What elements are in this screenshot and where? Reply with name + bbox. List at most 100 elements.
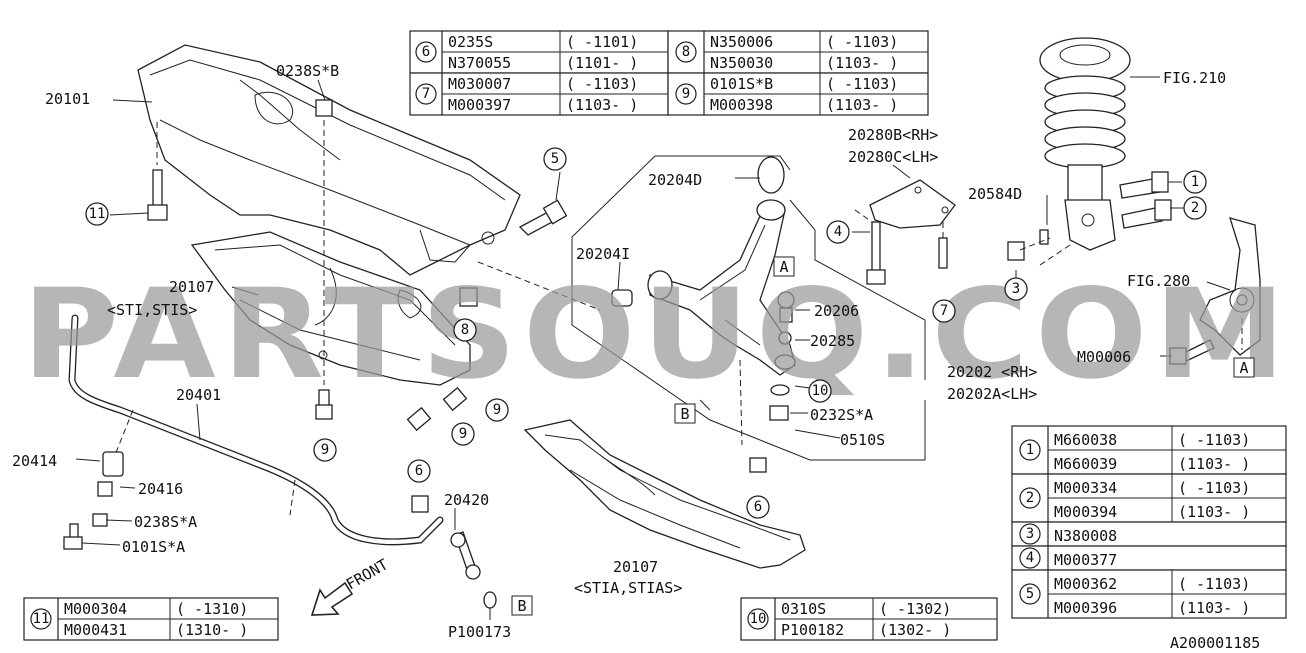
callout-20204d[interactable]: 20204D <box>648 171 702 189</box>
right-table-part-1-1[interactable]: M660039 <box>1054 455 1117 473</box>
callout-20101[interactable]: 20101 <box>45 90 90 108</box>
svg-text:9: 9 <box>459 426 467 442</box>
circled-9-b[interactable]: 9 <box>485 398 509 422</box>
table-11-part-11-1[interactable]: M000431 <box>64 621 127 639</box>
callout-20416[interactable]: 20416 <box>138 480 183 498</box>
right-table-part-2-1[interactable]: M000394 <box>1054 503 1117 521</box>
top-table-left-part-6-1[interactable]: N370055 <box>448 54 511 72</box>
right-table-range-5-0: ( -1103) <box>1178 575 1250 593</box>
top-table-left-key-7: 7 <box>422 86 430 102</box>
callout-20280b-rh[interactable]: 20280B<RH> <box>848 126 938 144</box>
right-table-range-2-1: (1103- ) <box>1178 503 1250 521</box>
stabilizer-bar-illustration <box>68 314 444 546</box>
table-10-part-10-0[interactable]: 0310S <box>781 600 826 618</box>
circled-4[interactable]: 4 <box>826 220 850 244</box>
front-arrow: FRONT <box>310 555 391 616</box>
circled-6-a[interactable]: 6 <box>407 459 431 483</box>
table-11-range-11-1: (1310- ) <box>176 621 248 639</box>
callout-m00006[interactable]: M00006 <box>1077 348 1131 366</box>
circled-5[interactable]: 5 <box>543 147 567 171</box>
right-table-part-4-0[interactable]: M000377 <box>1054 551 1117 569</box>
top-table-left-part-7-0[interactable]: M030007 <box>448 75 511 93</box>
svg-text:9: 9 <box>321 442 329 458</box>
circled-2[interactable]: 2 <box>1183 196 1207 220</box>
callout-20107-sti-sub: <STI,STIS> <box>107 301 197 319</box>
circled-7[interactable]: 7 <box>932 299 956 323</box>
circled-8[interactable]: 8 <box>453 318 477 342</box>
callout-0510s[interactable]: 0510S <box>840 431 885 449</box>
right-table-part-3-0[interactable]: N380008 <box>1054 527 1117 545</box>
ref-a-knuckle: A <box>1239 359 1248 377</box>
top-table-right-part-9-1[interactable]: M000398 <box>710 96 773 114</box>
callout-20285[interactable]: 20285 <box>810 332 855 350</box>
top-table-left-range-6-1: (1101- ) <box>566 54 638 72</box>
top-table-right-part-9-0[interactable]: 0101S*B <box>710 75 773 93</box>
crossmember-illustration <box>137 44 521 276</box>
table-11-part-11-0[interactable]: M000304 <box>64 600 127 618</box>
top-table-left-part-7-1[interactable]: M000397 <box>448 96 511 114</box>
top-table-left-part-6-0[interactable]: 0235S <box>448 33 493 51</box>
callout-fig280[interactable]: FIG.280 <box>1127 272 1190 290</box>
callout-0238s-a[interactable]: 0238S*A <box>134 513 197 531</box>
callout-20206[interactable]: 20206 <box>814 302 859 320</box>
top-table-right-key-8: 8 <box>682 44 690 60</box>
circled-10[interactable]: 10 <box>808 379 832 403</box>
callout-0238s-b[interactable]: 0238S*B <box>276 62 339 80</box>
right-table-part-2-0[interactable]: M000334 <box>1054 479 1117 497</box>
callout-20204i[interactable]: 20204I <box>576 245 630 263</box>
callout-20107-stia[interactable]: 20107 <box>613 558 658 576</box>
lower-arm-illustration <box>611 156 796 376</box>
callout-20584d[interactable]: 20584D <box>968 185 1022 203</box>
circled-1[interactable]: 1 <box>1183 170 1207 194</box>
svg-text:4: 4 <box>834 224 842 240</box>
callout-0232s-a[interactable]: 0232S*A <box>810 406 873 424</box>
bracket-illustration <box>869 179 956 229</box>
circled-9-c[interactable]: 9 <box>451 422 475 446</box>
callout-fig210[interactable]: FIG.210 <box>1163 69 1226 87</box>
top-table-left-key-6: 6 <box>422 44 430 60</box>
callout-20202a-lh[interactable]: 20202A<LH> <box>947 385 1037 403</box>
callout-labels: 20101 0238S*B 20107 <STI,STIS> 20401 204… <box>12 62 1260 652</box>
callout-20414[interactable]: 20414 <box>12 452 57 470</box>
callout-20202-rh[interactable]: 20202 <RH> <box>947 363 1037 381</box>
callout-20420[interactable]: 20420 <box>444 491 489 509</box>
callout-20107-sti[interactable]: 20107 <box>169 278 214 296</box>
circled-11[interactable]: 11 <box>85 202 109 226</box>
top-table-right-range-8-1: (1103- ) <box>826 54 898 72</box>
top-table-right-part-8-1[interactable]: N350030 <box>710 54 773 72</box>
subframe-stia-illustration <box>523 419 806 569</box>
svg-text:3: 3 <box>1012 281 1020 297</box>
top-table-right-part-8-0[interactable]: N350006 <box>710 33 773 51</box>
right-table-part-5-0[interactable]: M000362 <box>1054 575 1117 593</box>
circled-3[interactable]: 3 <box>1004 277 1028 301</box>
ref-a-lower-arm: A <box>779 258 788 276</box>
strut-illustration <box>1039 37 1131 251</box>
callout-0101s-a[interactable]: 0101S*A <box>122 538 185 556</box>
right-table-key-1: 1 <box>1026 442 1034 458</box>
callout-p100173[interactable]: P100173 <box>448 623 511 641</box>
right-table-part-5-1[interactable]: M000396 <box>1054 599 1117 617</box>
callout-20280c-lh[interactable]: 20280C<LH> <box>848 148 938 166</box>
right-table-key-5: 5 <box>1026 586 1034 602</box>
top-table-right-key-9: 9 <box>682 86 690 102</box>
leader-lines <box>75 76 1243 620</box>
callout-20401[interactable]: 20401 <box>176 386 221 404</box>
svg-text:1: 1 <box>1191 174 1199 190</box>
circled-6-b[interactable]: 6 <box>746 495 770 519</box>
circled-9-a[interactable]: 9 <box>313 438 337 462</box>
right-table-part-1-0[interactable]: M660038 <box>1054 431 1117 449</box>
table-10-key-10: 10 <box>750 611 767 627</box>
table-10-range-10-1: (1302- ) <box>879 621 951 639</box>
table-10-part-10-1[interactable]: P100182 <box>781 621 844 639</box>
right-table-range-1-0: ( -1103) <box>1178 431 1250 449</box>
